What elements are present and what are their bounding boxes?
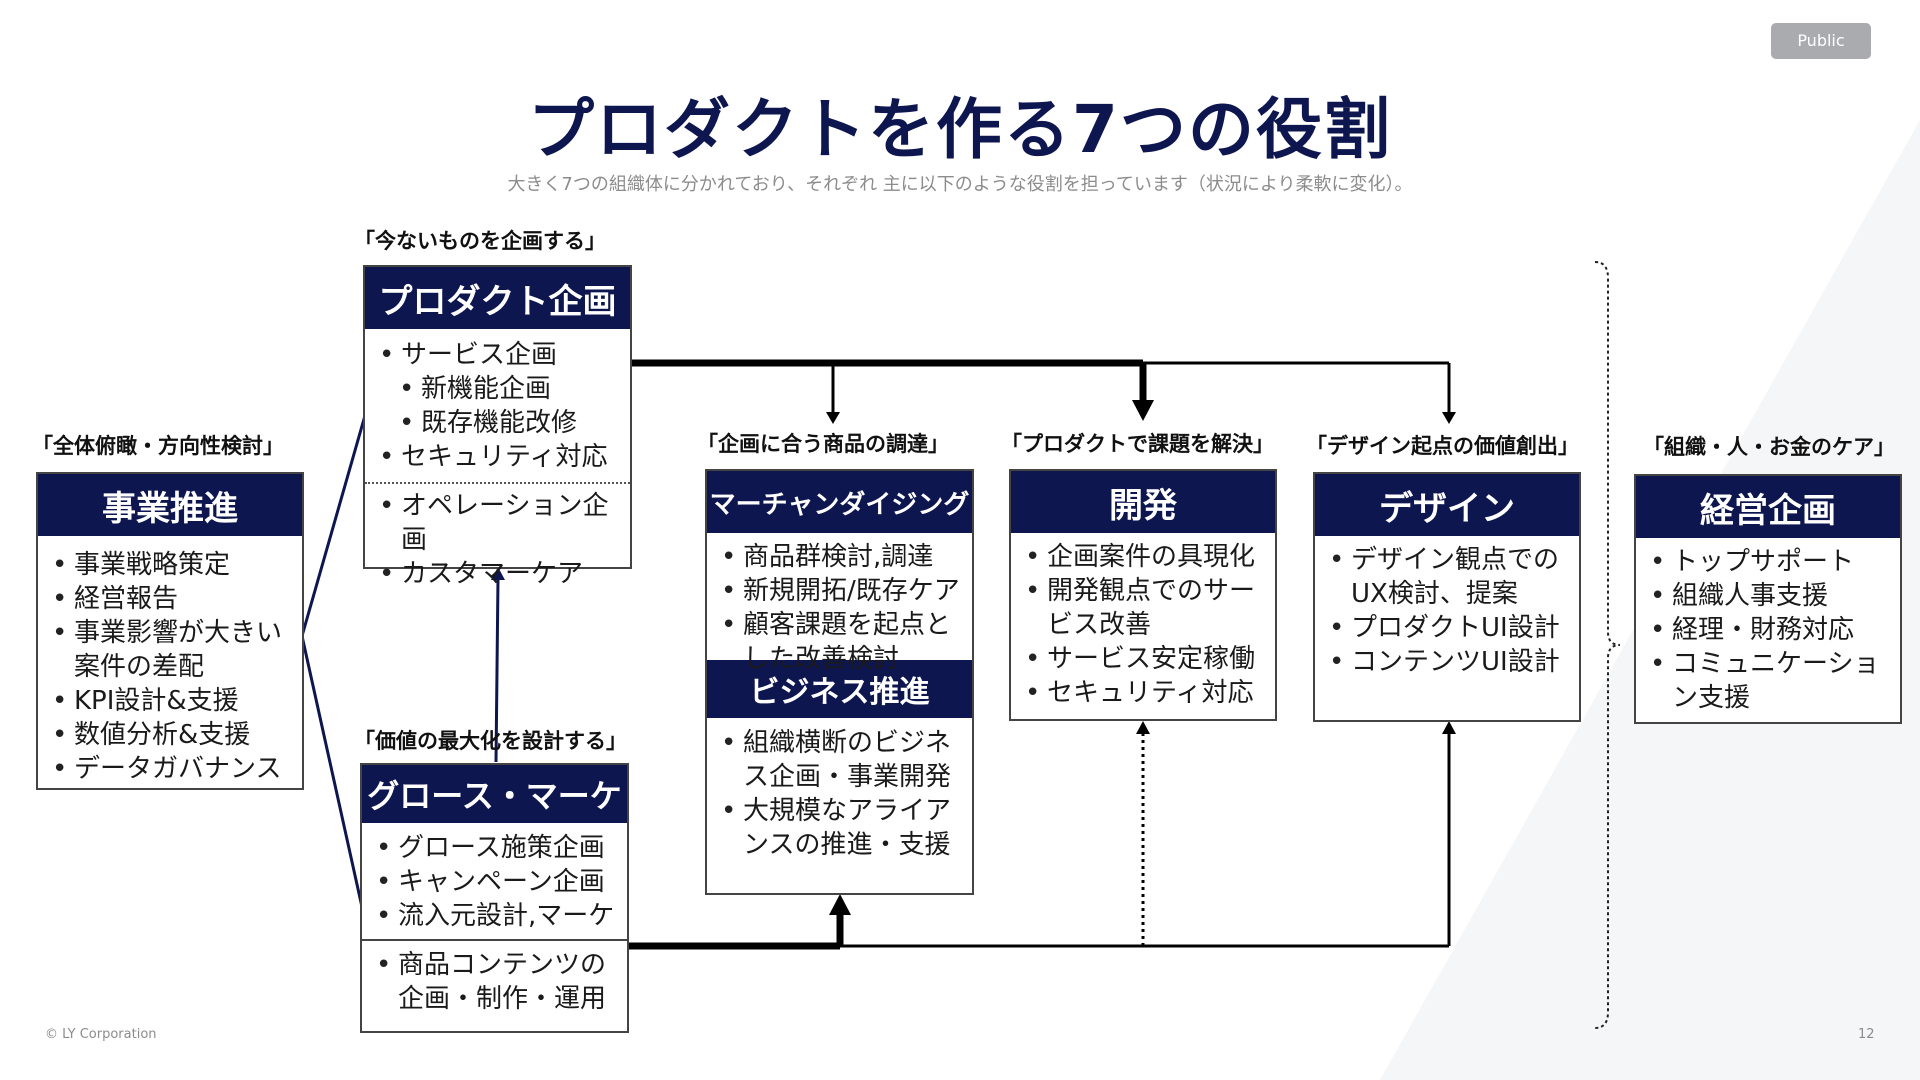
tag-merch: 「企画に合う商品の調達」 <box>697 432 949 456</box>
list-item: 開発観点でのサービス改善 <box>1011 574 1275 642</box>
list-item: 組織人事支援 <box>1636 579 1900 613</box>
role-title-design: デザイン <box>1315 474 1579 536</box>
role-title-planning: プロダクト企画 <box>365 267 630 329</box>
list-item: 商品群検討,調達 <box>707 540 972 574</box>
role-box-dev: 開発 企画案件の具現化 開発観点でのサービス改善 サービス安定稼働 セキュリティ… <box>1009 469 1277 721</box>
list-item: サービス安定稼働 <box>1011 642 1275 676</box>
list-item: 数値分析&支援 <box>38 718 302 752</box>
tag-dev: 「プロダクトで課題を解決」 <box>1001 432 1274 456</box>
role-title-dev: 開発 <box>1011 471 1275 533</box>
list-item: トップサポート <box>1636 545 1900 579</box>
list-item: グロース施策企画 <box>362 831 627 865</box>
list-item: コミュニケーション支援 <box>1636 647 1900 715</box>
list-item: データガバナンス <box>38 752 302 786</box>
tag-business: 「全体俯瞰・方向性検討」 <box>32 434 284 458</box>
role-box-design: デザイン デザイン観点でのUX検討、提案 プロダクトUI設計 コンテンツUI設計 <box>1313 472 1581 722</box>
list-item: 組織横断のビジネス企画・事業開発 <box>707 726 972 794</box>
list-item: セキュリティ対応 <box>365 440 630 474</box>
list-item: コンテンツUI設計 <box>1315 645 1579 679</box>
list-item: プロダクトUI設計 <box>1315 611 1579 645</box>
list-item: KPI設計&支援 <box>38 684 302 718</box>
list-item: カスタマーケア <box>365 557 630 591</box>
list-item: 既存機能改修 <box>365 406 630 440</box>
page-number: 12 <box>1858 1027 1875 1042</box>
list-item: 顧客課題を起点とした改善検討 <box>707 608 972 676</box>
role-box-corp: 経営企画 トップサポート 組織人事支援 経理・財務対応 コミュニケーション支援 <box>1634 474 1902 724</box>
list-item: 流入元設計,マーケ <box>362 899 627 933</box>
role-title-business: 事業推進 <box>38 474 302 536</box>
list-item: 新機能企画 <box>365 372 630 406</box>
role-title-corp: 経営企画 <box>1636 476 1900 538</box>
section-divider <box>365 482 630 484</box>
visibility-badge: Public <box>1771 23 1871 59</box>
list-item: 経理・財務対応 <box>1636 613 1900 647</box>
role-title-merch: マーチャンダイジング <box>707 471 972 533</box>
list-item: 大規模なアライアンスの推進・支援 <box>707 794 972 862</box>
list-item: 経営報告 <box>38 582 302 616</box>
role-box-merch: マーチャンダイジング 商品群検討,調達 新規開拓/既存ケア 顧客課題を起点とした… <box>705 469 974 895</box>
list-item: サービス企画 <box>365 338 630 372</box>
list-item: デザイン観点でのUX検討、提案 <box>1315 543 1579 611</box>
list-item: キャンペーン企画 <box>362 865 627 899</box>
list-item: 企画案件の具現化 <box>1011 540 1275 574</box>
list-item: セキュリティ対応 <box>1011 676 1275 710</box>
list-item: 商品コンテンツの企画・制作・運用 <box>362 948 627 1016</box>
tag-design: 「デザイン起点の価値創出」 <box>1306 434 1579 458</box>
copyright: © LY Corporation <box>45 1027 157 1042</box>
list-item: 新規開拓/既存ケア <box>707 574 972 608</box>
list-item: 事業影響が大きい案件の差配 <box>38 616 302 684</box>
tag-growth: 「価値の最大化を設計する」 <box>354 729 627 753</box>
role-title-growth: グロース・マーケ <box>362 765 627 823</box>
page-subtitle: 大きく7つの組織体に分かれており、それぞれ 主に以下のような役割を担っています（… <box>507 174 1413 195</box>
page-title: プロダクトを作る7つの役割 <box>528 91 1392 168</box>
list-item: オペレーション企画 <box>365 489 630 557</box>
section-divider <box>362 939 627 941</box>
role-box-planning: プロダクト企画 サービス企画 新機能企画 既存機能改修 セキュリティ対応 オペレ… <box>363 265 632 591</box>
role-box-business: 事業推進 事業戦略策定 経営報告 事業影響が大きい案件の差配 KPI設計&支援 … <box>36 472 304 790</box>
tag-corp: 「組織・人・お金のケア」 <box>1643 435 1895 459</box>
list-item: 事業戦略策定 <box>38 548 302 582</box>
tag-planning: 「今ないものを企画する」 <box>354 229 606 253</box>
role-box-growth: グロース・マーケ グロース施策企画 キャンペーン企画 流入元設計,マーケ 商品コ… <box>360 763 629 1033</box>
